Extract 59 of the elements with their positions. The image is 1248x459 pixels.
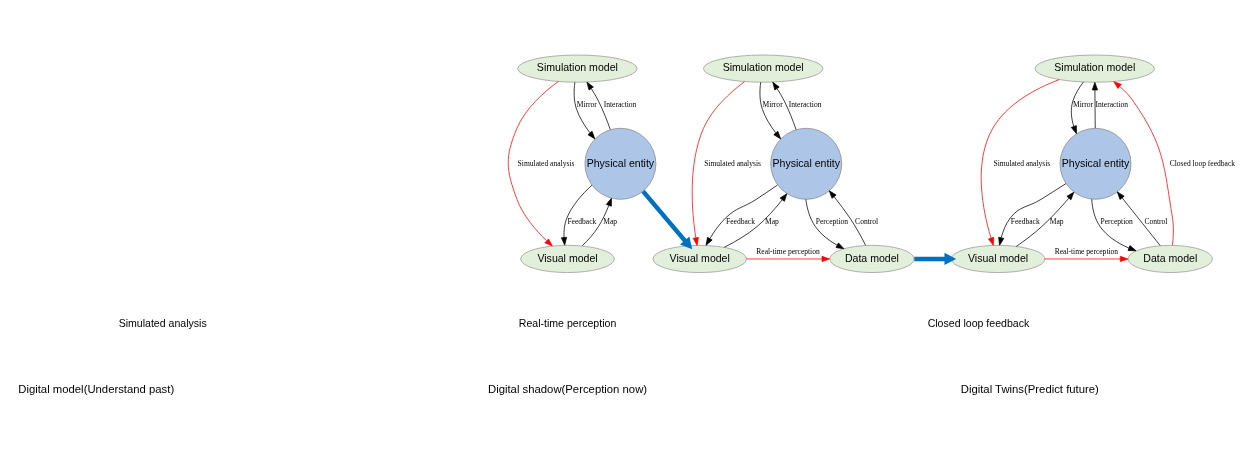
edge-label: Mirror <box>1072 100 1094 110</box>
label: Simulated analysis <box>118 317 207 330</box>
arrow <box>914 252 957 266</box>
arrow <box>980 79 1060 246</box>
edge-label: Feedback <box>726 217 755 227</box>
arrow <box>723 193 788 248</box>
arrow <box>581 197 612 247</box>
edge-label: Real-time perception <box>1054 247 1119 257</box>
node-ellipse: Simulation model <box>703 54 824 83</box>
edge-label: Simulated analysis <box>993 158 1051 168</box>
arrow <box>759 82 781 140</box>
edge-label: Interaction <box>1095 100 1129 110</box>
edge-label: Map <box>764 217 779 227</box>
edge-label: Simulated analysis <box>704 158 761 168</box>
label: Closed loop feedback <box>927 317 1030 330</box>
edge-label: Map <box>1049 217 1064 227</box>
node-ellipse: Visual model <box>652 245 747 273</box>
label: Digital Twins(Predict future) <box>960 383 1099 396</box>
arrow <box>828 190 866 246</box>
node-ellipse: Visual model <box>950 245 1046 273</box>
arrow <box>772 81 797 130</box>
arrow <box>691 81 745 246</box>
edge-label: Map <box>603 217 618 227</box>
edge-label: Mirror <box>576 100 597 110</box>
edge-label: Control <box>1144 217 1168 227</box>
arrow <box>641 189 693 250</box>
arrow <box>1116 191 1161 246</box>
node-ellipse: Visual model <box>520 245 615 273</box>
edge-label: Simulated analysis <box>517 158 575 168</box>
node-ellipse: Simulation model <box>1034 54 1155 83</box>
arrow <box>1091 82 1098 129</box>
arrow <box>1044 255 1129 262</box>
arrow <box>1091 198 1137 252</box>
arrow <box>1113 81 1174 246</box>
label: Digital shadow(Perception now) <box>487 383 648 396</box>
arrow <box>705 184 778 246</box>
arrow <box>746 255 830 262</box>
edge-label: Interaction <box>788 100 822 110</box>
arrow <box>586 81 611 130</box>
edge-label: Real-time perception <box>756 247 820 257</box>
edge-label: Perception <box>815 217 849 227</box>
arrow <box>573 82 596 140</box>
node-ellipse: Simulation model <box>517 54 638 83</box>
arrow <box>1015 191 1075 247</box>
arrow <box>998 183 1067 246</box>
edge-label: Perception <box>1100 217 1133 227</box>
edge-label: Interaction <box>603 100 637 110</box>
arrow <box>507 81 559 247</box>
edge-label: Mirror <box>762 100 783 110</box>
arrow <box>805 199 845 250</box>
arrow <box>561 184 593 246</box>
label: Real-time perception <box>518 317 617 330</box>
label: Digital model(Understand past) <box>18 383 175 396</box>
arrow <box>1070 81 1084 134</box>
node-ellipse: Data model <box>829 245 915 273</box>
edge-label: Closed loop feedback <box>1169 158 1236 168</box>
edge-label: Feedback <box>567 217 597 227</box>
edge-label: Control <box>855 217 879 227</box>
edge-label: Feedback <box>1010 217 1040 227</box>
